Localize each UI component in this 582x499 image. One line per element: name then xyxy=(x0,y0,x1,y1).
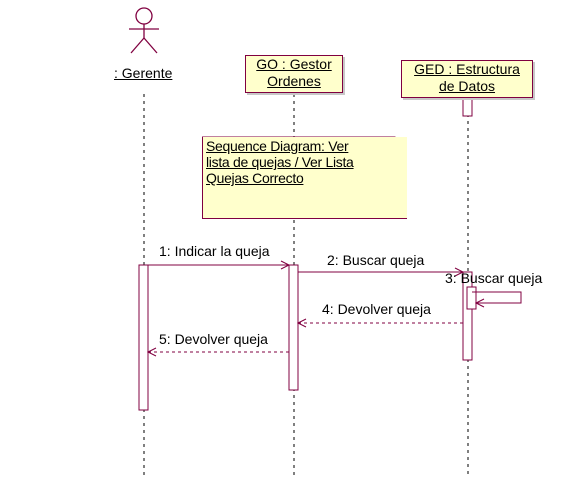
actor-gerente-label: : Gerente xyxy=(114,65,173,81)
actor-gerente-figure xyxy=(129,7,159,54)
note-text: Sequence Diagram: Ver lista de quejas / … xyxy=(206,138,354,186)
note-box xyxy=(202,137,407,219)
activation-ged-top xyxy=(462,97,473,117)
message-arrow-5 xyxy=(146,347,289,357)
message-arrow-4 xyxy=(296,318,463,328)
activation-go xyxy=(288,264,299,391)
activation-ged xyxy=(462,271,473,361)
message-arrow-1 xyxy=(148,260,291,270)
message-label-4: 4: Devolver queja xyxy=(322,301,431,317)
note-line-2: lista de quejas / Ver Lista xyxy=(206,154,354,170)
note-line-1: Sequence Diagram: Ver xyxy=(206,138,349,154)
message-label-2: 2: Buscar queja xyxy=(327,252,425,268)
object-ged: GED : Estructura de Datos xyxy=(401,60,533,98)
object-go-line2: Ordenes xyxy=(267,73,321,89)
object-go-line1: GO : Gestor xyxy=(256,56,332,72)
object-ged-line2: de Datos xyxy=(438,78,496,94)
message-arrow-3 xyxy=(472,291,522,308)
object-go: GO : Gestor Ordenes xyxy=(245,55,343,93)
activation-ged-self xyxy=(466,286,477,310)
message-label-3: 3: Buscar queja xyxy=(445,270,543,286)
object-ged-line1: GED : Estructura xyxy=(414,61,520,77)
activation-gerente xyxy=(138,264,149,411)
message-label-1: 1: Indicar la queja xyxy=(159,243,270,259)
message-label-5: 5: Devolver queja xyxy=(159,331,268,347)
message-arrow-2 xyxy=(298,267,465,277)
note-line-3: Quejas Correcto xyxy=(206,170,304,186)
